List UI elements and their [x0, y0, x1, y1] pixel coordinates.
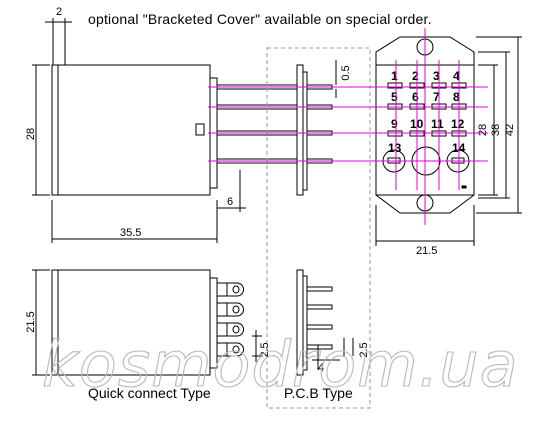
dim-mount-outer: 42 [504, 124, 516, 136]
dim-width: 21.5 [416, 245, 437, 257]
dim-cover-gap: 2 [56, 6, 62, 18]
pin-label: 5 [391, 90, 398, 104]
pin-numbers: 1 2 3 4 5 6 7 8 9 10 11 12 13 14 [388, 69, 466, 155]
pin-label: 11 [431, 117, 444, 131]
cover-note: optional "Bracketed Cover" available on … [88, 11, 432, 27]
socket-side-view [296, 60, 337, 196]
caption-quick-connect: Quick connect Type [88, 385, 211, 401]
pin-label: 12 [451, 117, 465, 131]
dim-height: 28 [25, 128, 37, 140]
pin-label: 13 [388, 141, 402, 155]
pin-label: 2 [412, 69, 419, 83]
dim-length: 35.5 [120, 227, 141, 239]
pcb-view [296, 269, 354, 376]
pin-label: 1 [391, 69, 398, 83]
pin-label: 8 [453, 90, 460, 104]
quick-connect-view [32, 269, 262, 376]
dim-pin-thickness: 0.5 [340, 65, 352, 80]
dim-mount-inner: 28 [477, 124, 489, 136]
pin-label: 9 [391, 117, 398, 131]
alignment-guides [208, 28, 488, 225]
dim-pin-length: 6 [227, 196, 233, 208]
pin-label: 6 [412, 90, 419, 104]
dim-pin-pitch-b: 2.5 [358, 342, 370, 357]
pin-label: 7 [433, 90, 440, 104]
dim-mount-mid: 38 [490, 124, 502, 136]
watermark: kosmodrom.ua [42, 328, 519, 401]
caption-pcb: P.C.B Type [284, 385, 353, 401]
dim-pin-pitch: 2.5 [259, 342, 271, 357]
pcb-frame [266, 47, 371, 409]
dim-quick-width: 21.5 [25, 311, 37, 332]
pin-label: 3 [433, 69, 440, 83]
pin-label: 4 [453, 69, 460, 83]
side-view [32, 18, 298, 243]
dim-pcb-pin: 4 [318, 362, 324, 374]
